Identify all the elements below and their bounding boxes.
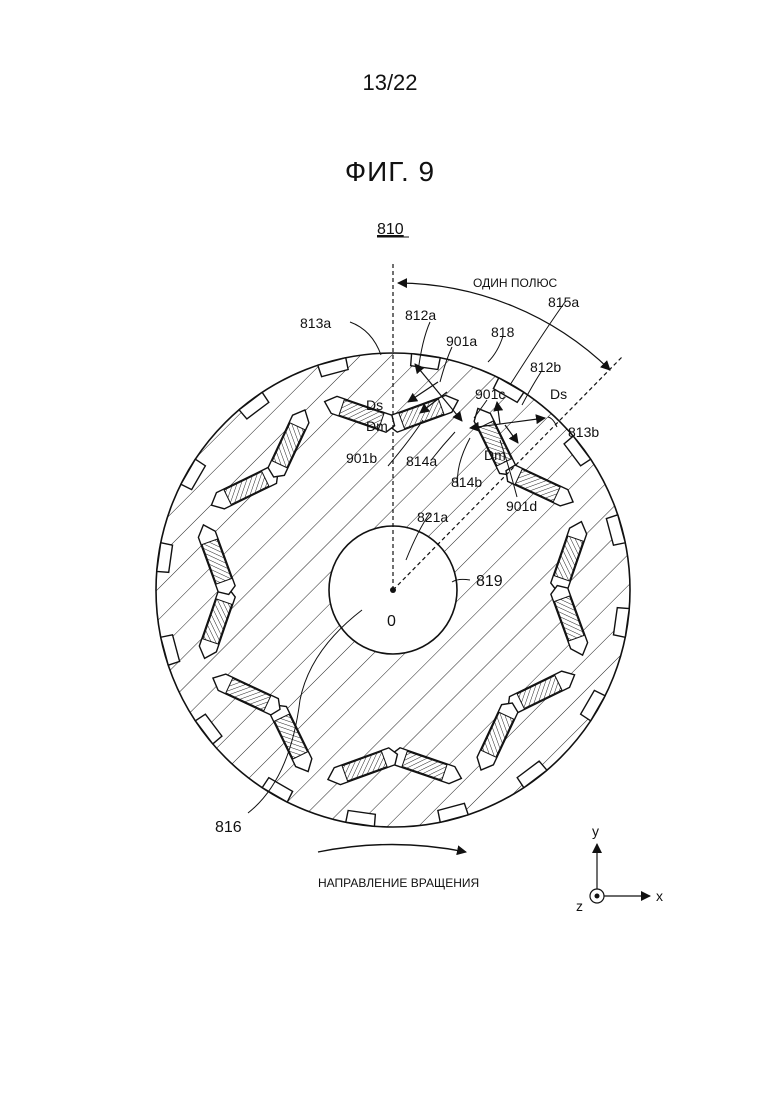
label-813a: 813a (300, 315, 331, 331)
rotation-arrow (318, 845, 466, 853)
center-point (390, 587, 396, 593)
rotor-label: 810 (377, 221, 404, 238)
label-901b: 901b (346, 450, 377, 466)
rotation-label: НАПРАВЛЕНИЕ ВРАЩЕНИЯ (318, 876, 479, 890)
label-ds-1: Ds (366, 397, 383, 413)
label-dm-1: Dm (366, 418, 388, 434)
label-816: 816 (215, 819, 242, 836)
axis-z-label: z (576, 898, 583, 914)
label-dm-2: Dm (484, 447, 506, 463)
label-813b: 813b (568, 424, 599, 440)
axis-y-label: y (592, 823, 599, 839)
label-901d: 901d (506, 498, 537, 514)
coordinate-axes: y x z (576, 823, 663, 914)
label-818: 818 (491, 324, 515, 340)
one-pole-label: ОДИН ПОЛЮС (473, 276, 558, 290)
label-814b: 814b (451, 474, 482, 490)
label-812a: 812a (405, 307, 436, 323)
label-901c: 901c (475, 386, 505, 402)
label-821a: 821a (417, 509, 448, 525)
label-814a: 814a (406, 453, 437, 469)
label-ds-2: Ds (550, 386, 567, 402)
center-label: 0 (387, 613, 396, 630)
label-819: 819 (476, 573, 503, 590)
label-812b: 812b (530, 359, 561, 375)
label-815a: 815a (548, 294, 579, 310)
axis-x-label: x (656, 888, 663, 904)
label-901a: 901a (446, 333, 477, 349)
